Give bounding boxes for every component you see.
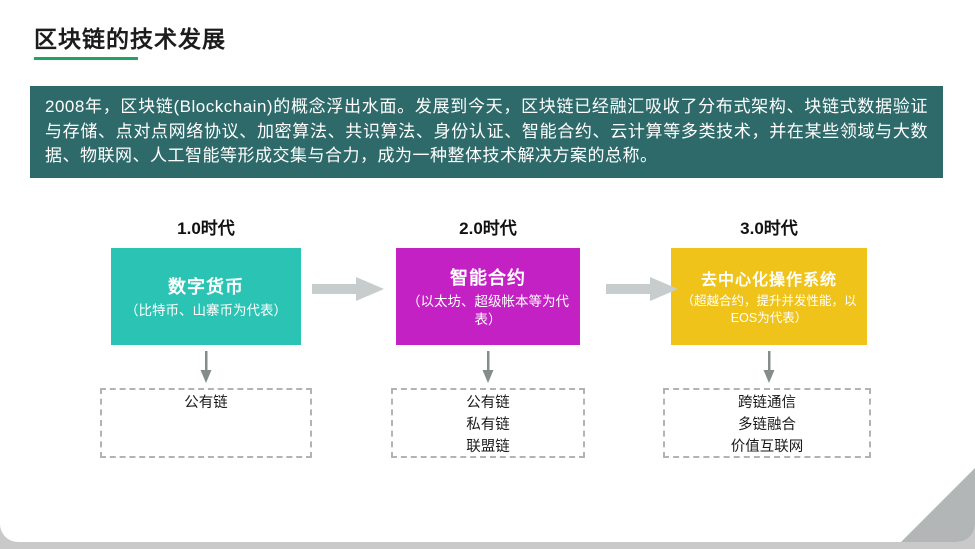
- era-box-subtitle: （比特币、山寨币为代表）: [125, 302, 287, 318]
- chain-list-box-3: 跨链通信 多链融合 价值互联网: [663, 388, 871, 458]
- page-curl: [901, 468, 975, 542]
- title-accent-line: [34, 57, 138, 60]
- intro-paragraph: 2008年，区块链(Blockchain)的概念浮出水面。发展到今天，区块链已经…: [30, 86, 943, 178]
- era-label-1: 1.0时代: [177, 219, 235, 238]
- era-box-decentralized-os: 去中心化操作系统 （超越合约，提升并发性能，以EOS为代表）: [671, 248, 867, 345]
- era-box-digital-currency: 数字货币 （比特币、山寨币为代表）: [111, 248, 301, 345]
- era-box-title: 数字货币: [168, 276, 244, 297]
- down-arrow-icon: [762, 351, 776, 385]
- era-box-smart-contract: 智能合约 （以太坊、超级帐本等为代表）: [396, 248, 580, 345]
- page-title: 区块链的技术发展: [34, 26, 226, 52]
- right-arrow-icon: [312, 276, 384, 302]
- era-box-title: 去中心化操作系统: [700, 272, 837, 290]
- chain-list-box-1: 公有链: [100, 388, 312, 458]
- era-box-subtitle: （以太坊、超级帐本等为代表）: [407, 293, 569, 327]
- chain-list-box-2: 公有链 私有链 联盟链: [391, 388, 585, 458]
- right-arrow-icon: [606, 276, 678, 302]
- era-label-3: 3.0时代: [740, 219, 798, 238]
- era-label-2: 2.0时代: [459, 219, 517, 238]
- down-arrow-icon: [481, 351, 495, 385]
- era-box-title: 智能合约: [450, 267, 526, 288]
- era-box-subtitle: （超越合约，提升并发性能，以EOS为代表）: [681, 294, 857, 325]
- down-arrow-icon: [199, 351, 213, 385]
